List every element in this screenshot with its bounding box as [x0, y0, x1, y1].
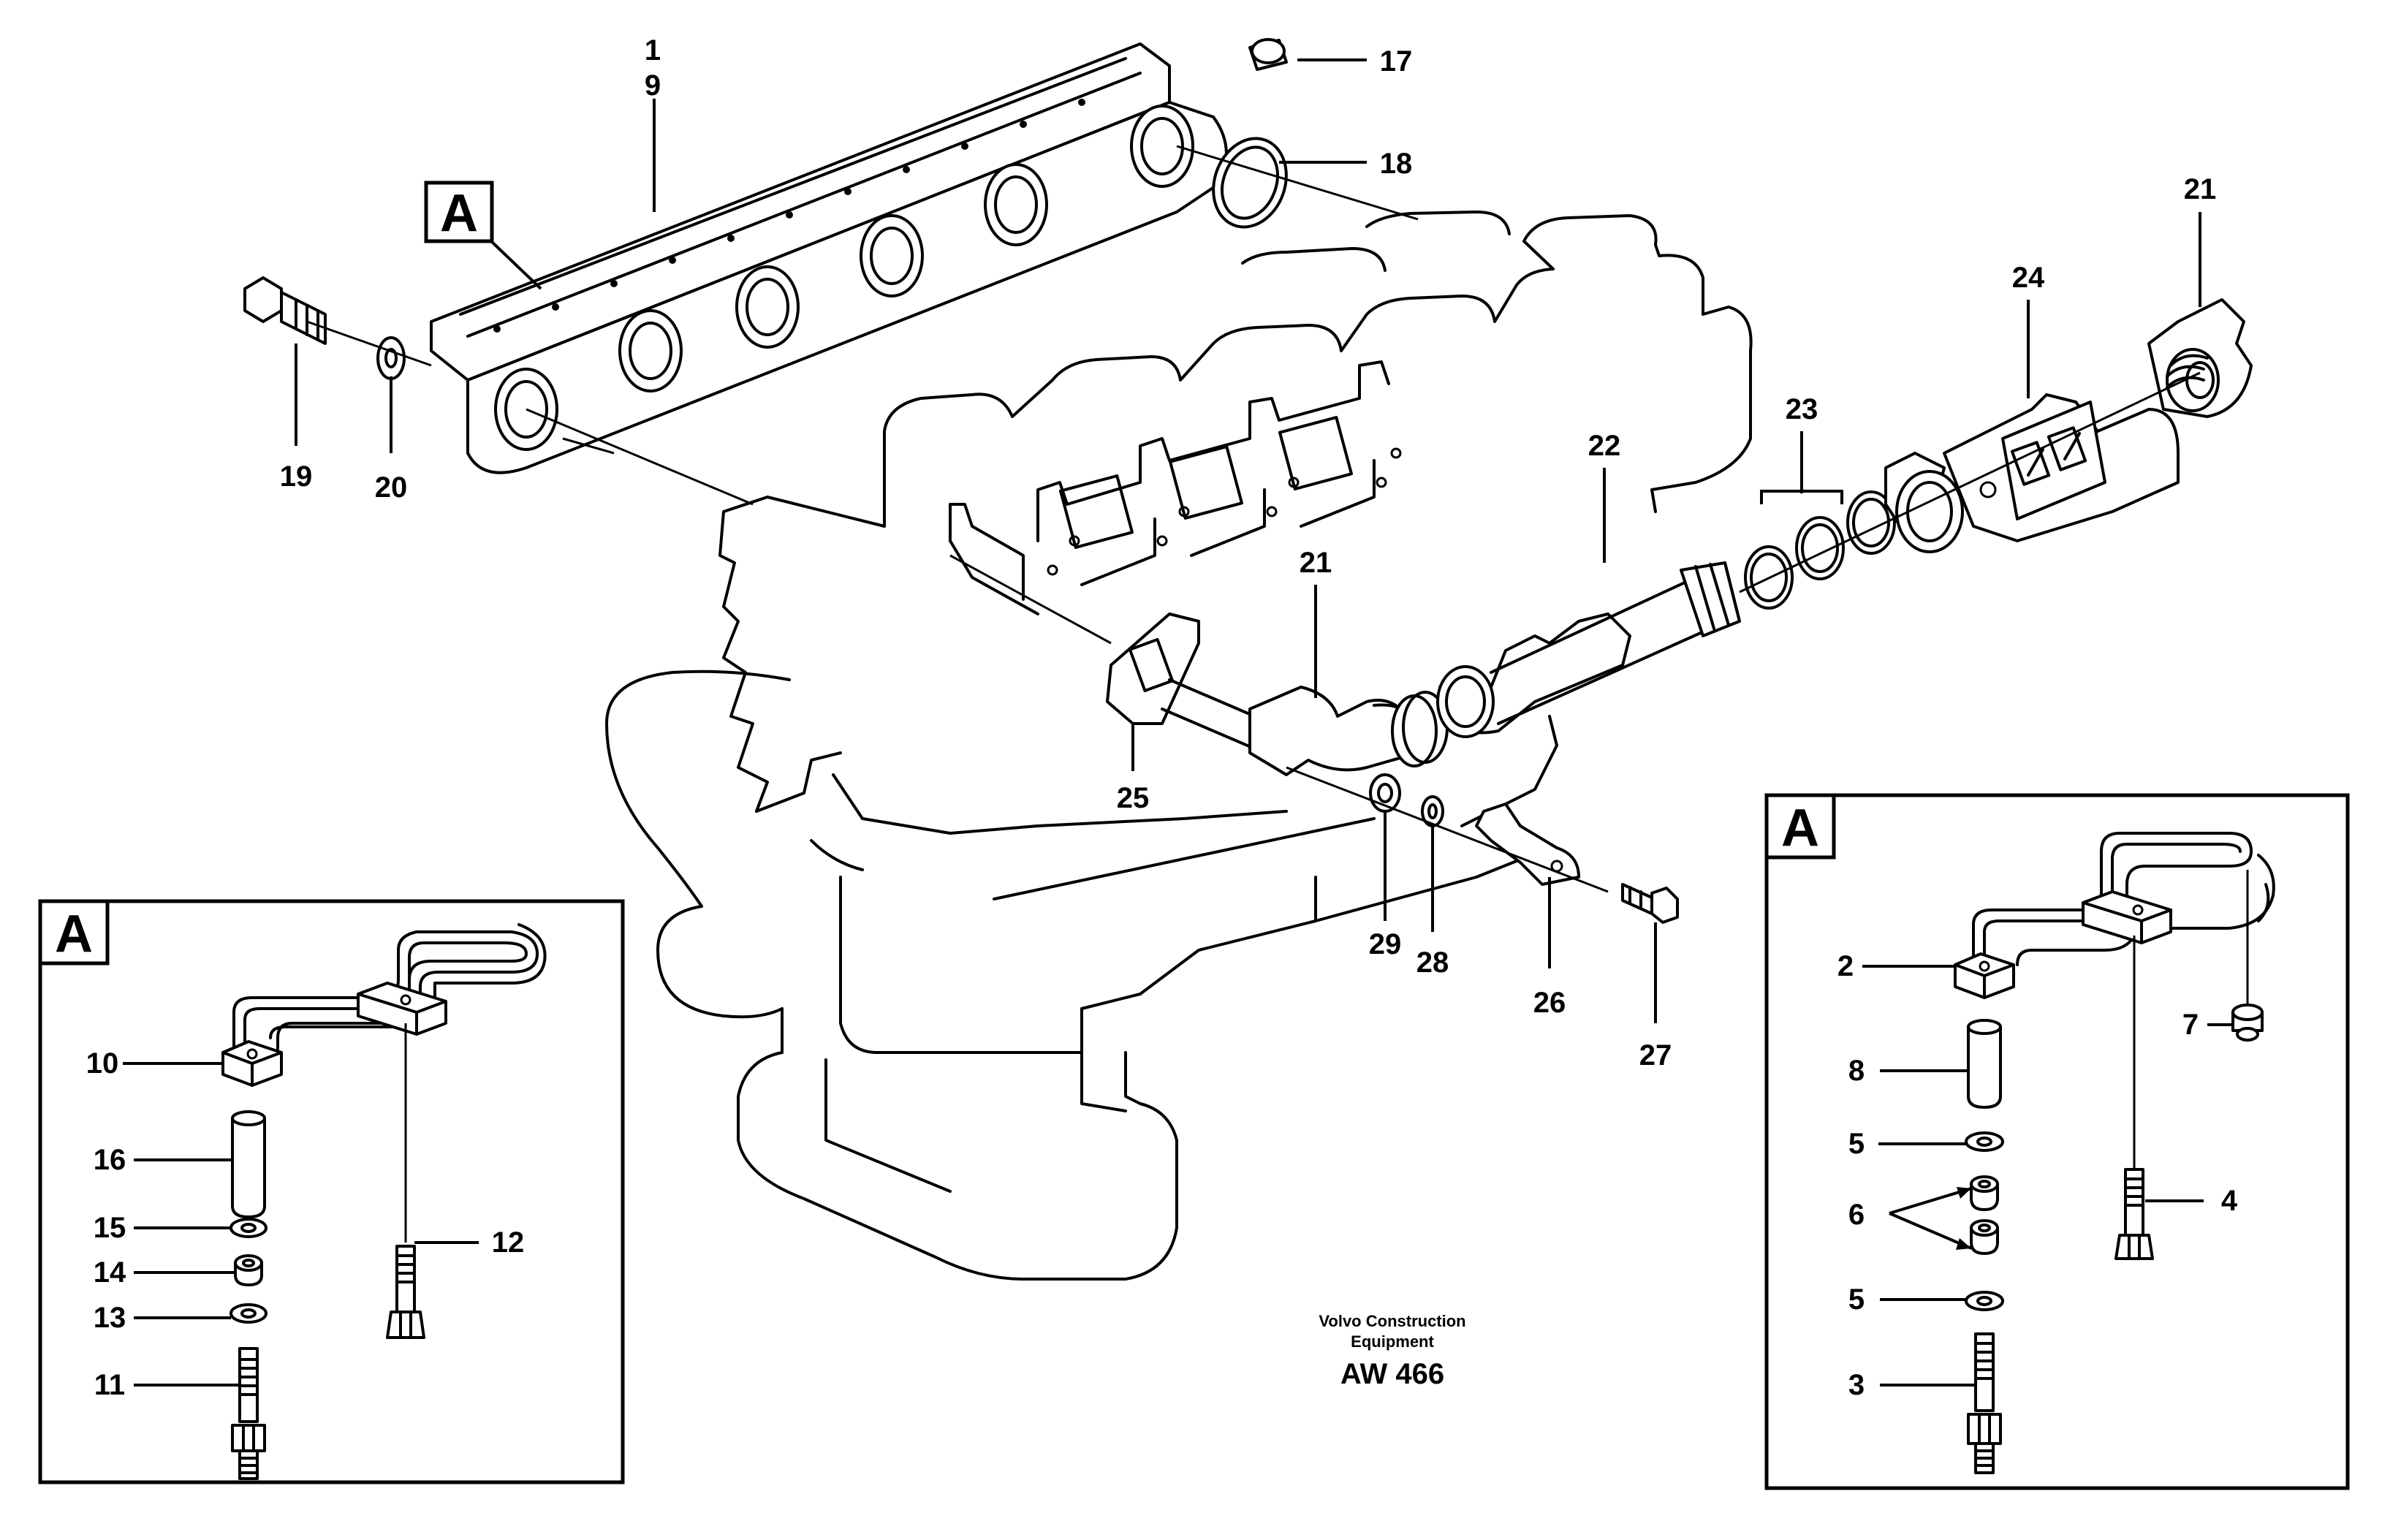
- callout-20: 20: [375, 471, 408, 504]
- callout-21-upper: 21: [2184, 173, 2217, 205]
- callout-17: 17: [1380, 45, 1413, 77]
- callout-7: 7: [2182, 1009, 2199, 1041]
- manifold-ports: [494, 105, 1194, 451]
- bolt-27: [1621, 883, 1679, 924]
- callout-18: 18: [1380, 148, 1413, 180]
- exhaust-pipe-assembly: [949, 298, 2253, 776]
- callout-21-lower: 21: [1300, 547, 1332, 579]
- callout-25: 25: [1117, 782, 1150, 814]
- callout-1: 1: [645, 34, 661, 67]
- callout-6: 6: [1848, 1199, 1865, 1231]
- callout-2: 2: [1837, 950, 1854, 982]
- callout-28: 28: [1416, 947, 1449, 979]
- callout-24: 24: [2012, 262, 2045, 294]
- callout-4: 4: [2221, 1185, 2238, 1217]
- detail-view-right: A: [1764, 793, 2350, 1490]
- right-bushings-6: [1970, 1175, 1999, 1255]
- plug-17: [1248, 38, 1288, 71]
- washer-20: [376, 336, 406, 380]
- callout-10: 10: [86, 1047, 119, 1080]
- right-sleeve-8: [1967, 1025, 2002, 1109]
- left-sleeve-16: [231, 1117, 266, 1218]
- callout-13: 13: [94, 1302, 126, 1334]
- callout-15: 15: [94, 1212, 126, 1244]
- callout-22: 22: [1588, 430, 1621, 462]
- left-stud-11: [231, 1347, 266, 1480]
- callout-3: 3: [1848, 1369, 1865, 1401]
- right-stud-3: [1967, 1332, 2002, 1474]
- callout-23: 23: [1786, 393, 1818, 425]
- right-washer-5-lower: [1965, 1291, 2004, 1311]
- seal-rings-23: [1744, 490, 1896, 610]
- callout-16: 16: [94, 1144, 126, 1176]
- callout-27: 27: [1639, 1039, 1672, 1071]
- bolt-19: [243, 276, 327, 345]
- main-callout-labels: 1 9 17 18 19 20 21 21 22 23 24 25 26 27 …: [280, 34, 2217, 1071]
- callout-29: 29: [1369, 928, 1402, 960]
- left-washer-13: [230, 1303, 268, 1324]
- right-washer-5-upper: [1965, 1131, 2004, 1152]
- callout-8: 8: [1848, 1055, 1865, 1087]
- detail-marker-main-letter: A: [440, 184, 478, 243]
- engine-block: [605, 210, 1753, 1281]
- manifold-bolt-holes: [493, 99, 1085, 333]
- exhaust-manifold-1: [430, 42, 1228, 474]
- detail-view-left-letter: A: [55, 905, 93, 963]
- callout-26: 26: [1533, 987, 1566, 1019]
- callout-9: 9: [645, 69, 661, 102]
- callout-5-upper: 5: [1848, 1128, 1865, 1160]
- callout-5-lower: 5: [1848, 1283, 1865, 1316]
- main-leaders: [295, 58, 2201, 1023]
- left-bolt-12: [386, 1245, 425, 1339]
- document-id: AW 466: [1340, 1358, 1444, 1390]
- detail-view-right-letter: A: [1781, 799, 1819, 857]
- footer-credit: Volvo Construction Equipment AW 466: [1319, 1312, 1465, 1390]
- right-bolt-4: [2114, 1168, 2154, 1260]
- detail-view-left: A: [38, 899, 625, 1484]
- credit-line-1: Volvo Construction: [1319, 1312, 1465, 1330]
- washer-28: [1421, 795, 1444, 827]
- credit-line-2: Equipment: [1351, 1332, 1434, 1351]
- right-nut-7: [2231, 1004, 2264, 1042]
- gasket-18: [1212, 137, 1288, 229]
- callout-12: 12: [492, 1226, 525, 1259]
- callout-14: 14: [94, 1256, 126, 1289]
- callout-11: 11: [94, 1369, 125, 1401]
- detail-marker-main: A: [424, 181, 542, 290]
- callout-19: 19: [280, 460, 313, 493]
- head-exhaust-ports: [949, 360, 1402, 615]
- left-washer-15: [230, 1218, 268, 1238]
